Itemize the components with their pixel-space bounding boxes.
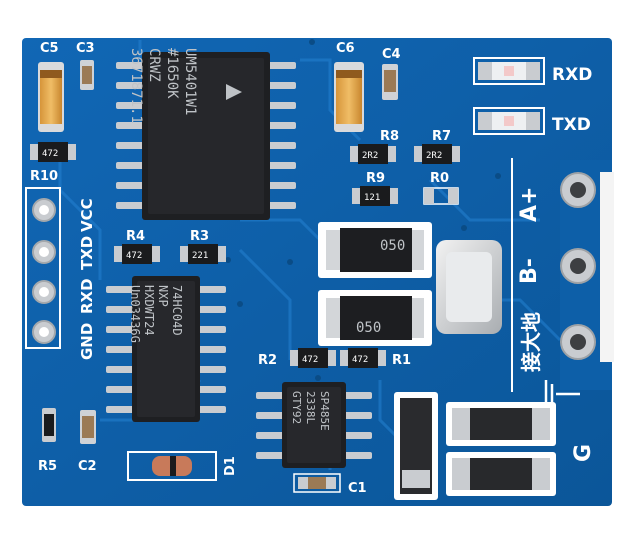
label-r3: R3 [190, 229, 209, 244]
r8-code: 2R2 [362, 151, 378, 161]
fuse-bottom-code: 050 [356, 320, 381, 336]
capacitor-c1 [293, 473, 341, 493]
label-c5: C5 [40, 41, 59, 56]
resistor-r10: 472 [30, 142, 76, 162]
label-txd-pin: TXD [78, 236, 96, 270]
transceiver-marking-1: SP485E [318, 391, 331, 431]
label-c6: C6 [336, 41, 355, 56]
hex-marking-1: 74HC04D [170, 285, 184, 336]
resistor-r5 [42, 408, 56, 442]
label-earth: 接大地 [519, 312, 543, 372]
label-g: G [571, 444, 596, 462]
resistor-r3: 221 [180, 244, 226, 264]
diode-d1 [127, 451, 217, 481]
label-c3: C3 [76, 41, 95, 56]
r3-code: 221 [192, 251, 208, 261]
label-b-minus: B- [517, 258, 542, 284]
capacitor-c4 [382, 64, 398, 100]
label-r8: R8 [380, 129, 399, 144]
label-rxd-pin: RXD [78, 278, 96, 314]
tvs-diode-large [394, 392, 438, 500]
hex-marking-3: HXDWT24 [142, 285, 156, 336]
label-c4: C4 [382, 47, 401, 62]
label-r1: R1 [392, 353, 411, 368]
isolator-marking-1: UM5401W1 [182, 48, 198, 115]
copper-traces [58, 40, 562, 470]
hex-marking-2: NXP [156, 285, 170, 307]
left-pin-header [25, 187, 61, 349]
resistor-r4: 472 [114, 244, 160, 264]
isolator-marking-4: 3671871.1 [128, 48, 144, 124]
led-txd [473, 107, 545, 135]
capacitor-c3 [80, 60, 94, 90]
label-r7: R7 [432, 129, 451, 144]
r7-code: 2R2 [426, 151, 442, 161]
tvs-diode-top [446, 402, 556, 446]
label-d1: D1 [223, 456, 238, 476]
led-rxd [473, 57, 545, 85]
label-txd: TXD [552, 115, 591, 135]
label-rxd: RXD [552, 65, 592, 85]
r9-code: 121 [364, 193, 380, 203]
resistor-r2: 472 [290, 348, 336, 368]
capacitor-c2 [80, 410, 96, 444]
resistor-r7: 2R2 [414, 144, 460, 164]
analog-devices-logo [226, 84, 242, 100]
resistor-r1: 472 [340, 348, 386, 368]
transceiver-marking-2: 2338L [304, 391, 317, 424]
tvs-diode-bottom [446, 452, 556, 496]
hex-marking-4: Un03436G [128, 285, 142, 343]
label-r5: R5 [38, 459, 57, 474]
capacitor-c5 [38, 62, 64, 132]
label-c1: C1 [348, 481, 367, 496]
r10-code: 472 [42, 149, 58, 159]
label-r9: R9 [366, 171, 385, 186]
isolator-pins [116, 62, 296, 209]
label-gnd: GND [78, 323, 96, 360]
capacitor-c6 [334, 62, 364, 132]
isolator-marking-2: #1650K [164, 48, 180, 99]
label-r10: R10 [30, 169, 58, 184]
transceiver-marking-3: GTY92 [290, 391, 303, 424]
resistor-r9: 121 [352, 186, 398, 206]
isolator-marking-3: CRWZ [146, 48, 162, 82]
hex-inverter-chip: 74HC04D NXP HXDWT24 Un03436G [106, 276, 226, 422]
label-r4: R4 [126, 229, 145, 244]
resistor-r0-empty [423, 187, 459, 205]
label-a-plus: A+ [517, 187, 542, 222]
label-r2: R2 [258, 353, 277, 368]
terminal-block [511, 158, 614, 392]
r1-code: 472 [352, 355, 368, 365]
r4-code: 472 [126, 251, 142, 261]
shielded-inductor [436, 240, 502, 334]
fuse-top-code: 050 [380, 238, 405, 254]
fuse-bottom: 050 [318, 290, 432, 346]
label-vcc: VCC [78, 198, 96, 232]
fuse-top: 050 [318, 222, 432, 278]
label-r0: R0 [430, 171, 449, 186]
label-c2: C2 [78, 459, 97, 474]
r2-code: 472 [302, 355, 318, 365]
transceiver-chip: SP485E 2338L GTY92 [256, 382, 372, 468]
resistor-r8: 2R2 [350, 144, 396, 164]
isolator-chip: UM5401W1 #1650K CRWZ 3671871.1 [116, 48, 296, 220]
